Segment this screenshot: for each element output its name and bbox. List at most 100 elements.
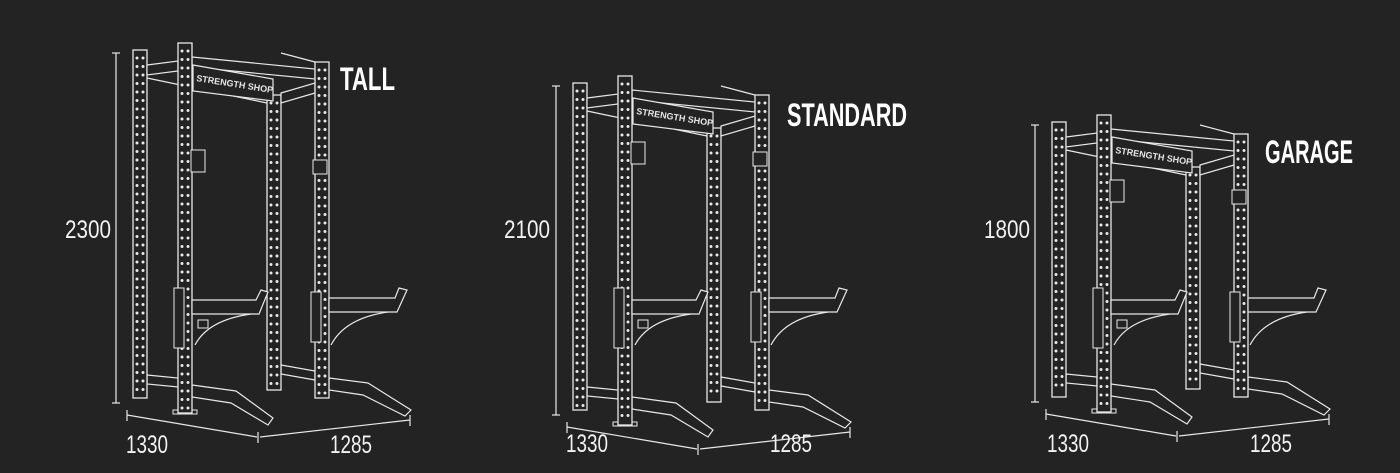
back-base-left [1065,373,1098,387]
upright-hole [763,212,767,215]
upright-hole [1105,334,1109,337]
upright [706,127,722,403]
upright-hole [1060,273,1064,276]
upright-hole [186,338,190,342]
upright-hole [141,116,145,119]
upright-hole [1242,149,1246,152]
upright-hole [1105,325,1109,329]
upright-hole [620,210,624,213]
upright-hole [323,136,327,140]
upright-hole [626,337,630,341]
upright-hole [135,345,139,349]
upright-hole [763,220,767,224]
upright-hole [275,246,279,249]
upright-hole [581,132,585,135]
upright-hole [141,90,145,94]
upright-hole [715,287,719,291]
upright-hole [575,132,579,135]
upright-hole [141,379,145,383]
upright-hole [269,254,273,258]
upright-hole [186,313,190,316]
upright-hole [135,286,139,289]
upright-hole [317,247,321,250]
upright-hole [1242,140,1246,144]
upright-hole [709,381,713,384]
upright-hole [1105,351,1109,354]
upright-hole [757,390,761,394]
upright-hole [709,321,713,325]
upright-hole [1105,223,1109,227]
upright-hole [1236,183,1240,186]
spotter-arm-right [1247,287,1327,313]
upright-hole [317,221,321,225]
upright-hole [323,247,327,250]
upright-hole [757,195,761,198]
upright-hole [317,204,321,208]
top-crossbar-right [720,115,756,137]
upright-hole [1060,196,1064,200]
upright-hole [180,355,184,359]
upright-hole [763,254,767,258]
upright-hole [581,336,585,339]
upright-hole [1242,174,1246,178]
upright-hole [763,314,767,317]
upright-hole [317,77,321,80]
upright-hole [269,118,273,122]
upright-hole [626,414,630,417]
upright-hole [581,98,585,101]
upright-hole [323,94,327,97]
upright-hole [1054,341,1058,344]
upright-hole [1099,121,1103,125]
upright-hole [709,185,713,189]
upright-hole [180,134,184,138]
upright-hole [135,73,139,77]
upright-hole [135,294,139,298]
upright-hole [715,143,719,146]
upright-hole [715,296,719,299]
upright-hole [581,166,585,169]
upright-hole [709,304,713,308]
upright-hole [1194,318,1198,321]
upright-hole [1194,258,1198,262]
upright-hole [715,185,719,189]
upright-hole [757,144,761,147]
upright-hole [709,177,713,180]
upright-hole [1105,138,1109,142]
upright-hole [1188,216,1192,219]
upright-hole [323,366,327,369]
upright-hole [1194,199,1198,202]
upright-hole [1099,274,1103,278]
arm-sleeve [173,287,185,349]
upright-hole [180,364,184,367]
upright-hole [323,332,327,335]
upright-hole [626,108,630,111]
upright-hole [1060,188,1064,191]
upright-hole [180,270,184,274]
rack-tall: STRENGTH SHOP TALL 2300 1330 1285 [65,42,412,459]
upright-hole [1054,366,1058,370]
upright-hole [186,117,190,121]
upright-hole [575,157,579,161]
upright-hole [323,102,327,106]
upright-hole [317,85,321,89]
arm-sleeve [310,291,322,343]
upright-hole [186,160,190,163]
upright-hole [180,372,184,376]
upright-hole [709,364,713,367]
upright-hole [581,123,585,127]
upright-hole [626,388,630,392]
upright-hole [1242,370,1246,373]
upright-hole [141,56,145,60]
upright-hole [323,349,327,352]
upright-hole [135,107,139,111]
upright-hole [763,382,767,385]
upright-hole [763,322,767,326]
upright-hole [1060,222,1064,225]
upright-hole [581,344,585,348]
upright-hole [1060,366,1064,370]
upright-hole [581,327,585,331]
upright-hole [180,236,184,240]
upright-hole [317,238,321,242]
upright-hole [323,111,327,114]
upright-hole [275,178,279,181]
